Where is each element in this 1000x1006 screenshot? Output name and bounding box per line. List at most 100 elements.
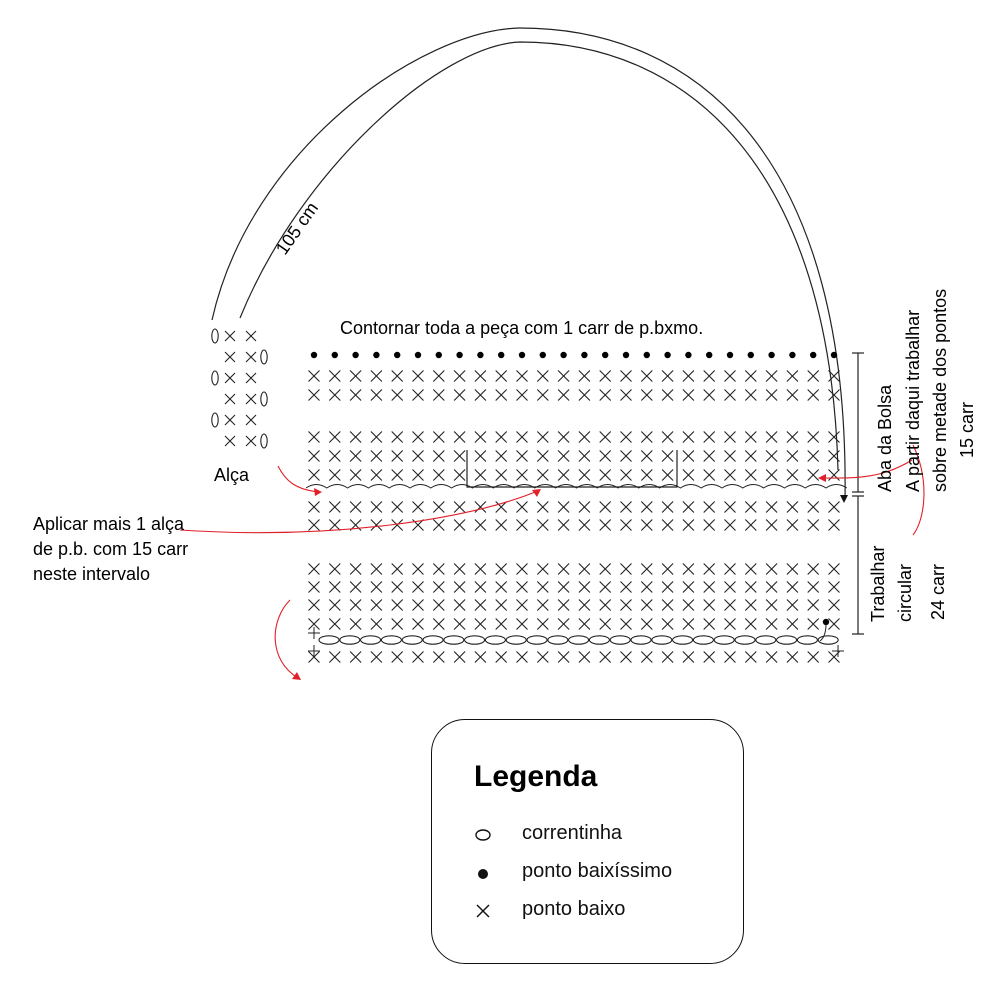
cross-icon bbox=[682, 501, 695, 513]
cross-icon bbox=[578, 370, 591, 382]
cross-icon bbox=[557, 651, 570, 663]
plus-icon bbox=[832, 645, 844, 657]
cross-icon bbox=[786, 581, 799, 593]
cross-icon bbox=[536, 563, 549, 575]
cross-icon bbox=[744, 469, 757, 481]
cross-icon bbox=[536, 581, 549, 593]
chain-oval-icon bbox=[609, 635, 631, 645]
legend-label: ponto baixíssimo bbox=[522, 860, 673, 882]
chain-oval-icon bbox=[260, 391, 268, 407]
cross-icon bbox=[724, 519, 736, 531]
body-label-line-1: Trabalhar bbox=[868, 546, 888, 622]
cross-icon bbox=[744, 501, 757, 513]
cross-icon bbox=[703, 599, 716, 611]
cross-icon bbox=[786, 501, 799, 513]
cross-icon bbox=[578, 581, 591, 593]
cross-icon bbox=[786, 469, 799, 481]
cross-icon bbox=[807, 581, 820, 593]
cross-icon bbox=[495, 501, 508, 513]
chain-oval-icon bbox=[211, 328, 219, 344]
cross-icon bbox=[349, 501, 362, 513]
cross-icon bbox=[765, 581, 778, 593]
cross-icon bbox=[828, 389, 840, 401]
cross-icon bbox=[599, 651, 612, 663]
cross-icon bbox=[412, 651, 424, 663]
chain-start-line bbox=[819, 623, 827, 642]
cross-icon bbox=[703, 581, 716, 593]
cross-icon bbox=[370, 450, 383, 462]
filled-dot-icon bbox=[581, 351, 588, 359]
cross-icon bbox=[599, 450, 612, 462]
cross-icon bbox=[349, 599, 362, 611]
filled-dot-icon bbox=[456, 351, 463, 359]
cross-icon bbox=[620, 370, 632, 382]
cross-icon bbox=[724, 651, 736, 663]
cross-icon bbox=[370, 389, 383, 401]
cross-icon bbox=[682, 370, 695, 382]
extra-handle-line-1: Aplicar mais 1 alça bbox=[33, 514, 185, 534]
cross-icon bbox=[412, 370, 424, 382]
chain-oval-icon bbox=[651, 635, 673, 645]
chain-oval-icon bbox=[401, 635, 423, 645]
flap-note-arrow bbox=[912, 444, 925, 536]
cross-icon bbox=[308, 370, 320, 382]
cross-icon bbox=[391, 469, 404, 481]
chain-oval-icon bbox=[692, 635, 714, 645]
cross-icon bbox=[391, 563, 404, 575]
filled-dot-icon bbox=[477, 351, 484, 359]
cross-icon bbox=[578, 469, 591, 481]
cross-icon bbox=[599, 581, 612, 593]
cross-icon bbox=[744, 599, 757, 611]
cross-icon bbox=[786, 370, 799, 382]
cross-icon bbox=[786, 618, 799, 630]
cross-icon bbox=[495, 519, 508, 531]
cross-icon bbox=[412, 469, 424, 481]
flap-note-line-3: 15 carr bbox=[957, 402, 977, 458]
cross-icon bbox=[744, 563, 757, 575]
cross-icon bbox=[224, 435, 236, 447]
cross-icon bbox=[557, 618, 570, 630]
cross-icon bbox=[349, 370, 362, 382]
cross-icon bbox=[474, 563, 487, 575]
cross-icon bbox=[724, 370, 736, 382]
cross-icon bbox=[661, 651, 674, 663]
cross-icon bbox=[370, 469, 383, 481]
cross-icon bbox=[370, 370, 383, 382]
cross-icon bbox=[516, 651, 528, 663]
cross-icon bbox=[224, 393, 236, 405]
chain-oval-icon bbox=[211, 412, 219, 428]
cross-icon bbox=[308, 450, 320, 462]
cross-icon bbox=[474, 581, 487, 593]
cross-icon bbox=[661, 501, 674, 513]
cross-icon bbox=[474, 618, 487, 630]
legend-label: correntinha bbox=[522, 822, 623, 844]
cross-icon bbox=[412, 563, 424, 575]
cross-icon bbox=[744, 618, 757, 630]
cross-icon bbox=[412, 389, 424, 401]
handle-opening-bracket bbox=[466, 450, 678, 488]
cross-icon bbox=[682, 519, 695, 531]
cross-icon bbox=[661, 599, 674, 611]
cross-icon bbox=[599, 501, 612, 513]
cross-icon bbox=[328, 618, 341, 630]
cross-icon bbox=[224, 330, 236, 342]
cross-icon bbox=[308, 501, 320, 513]
cross-icon bbox=[245, 414, 257, 426]
cross-icon bbox=[245, 351, 257, 363]
cross-icon bbox=[474, 501, 487, 513]
legend-item-slip-stitch: ponto baixíssimo bbox=[472, 858, 732, 888]
cross-icon bbox=[640, 651, 653, 663]
cross-icon bbox=[828, 519, 840, 531]
cross-icon bbox=[682, 581, 695, 593]
cross-icon bbox=[474, 389, 487, 401]
cross-icon bbox=[765, 370, 778, 382]
cross-icon bbox=[474, 599, 487, 611]
cross-icon bbox=[828, 370, 840, 382]
cross-icon bbox=[495, 651, 508, 663]
arrow-head-icon bbox=[314, 488, 322, 496]
cross-icon bbox=[682, 599, 695, 611]
cross-icon bbox=[432, 450, 445, 462]
cross-icon bbox=[370, 519, 383, 531]
cross-icon bbox=[432, 501, 445, 513]
cross-icon bbox=[578, 519, 591, 531]
